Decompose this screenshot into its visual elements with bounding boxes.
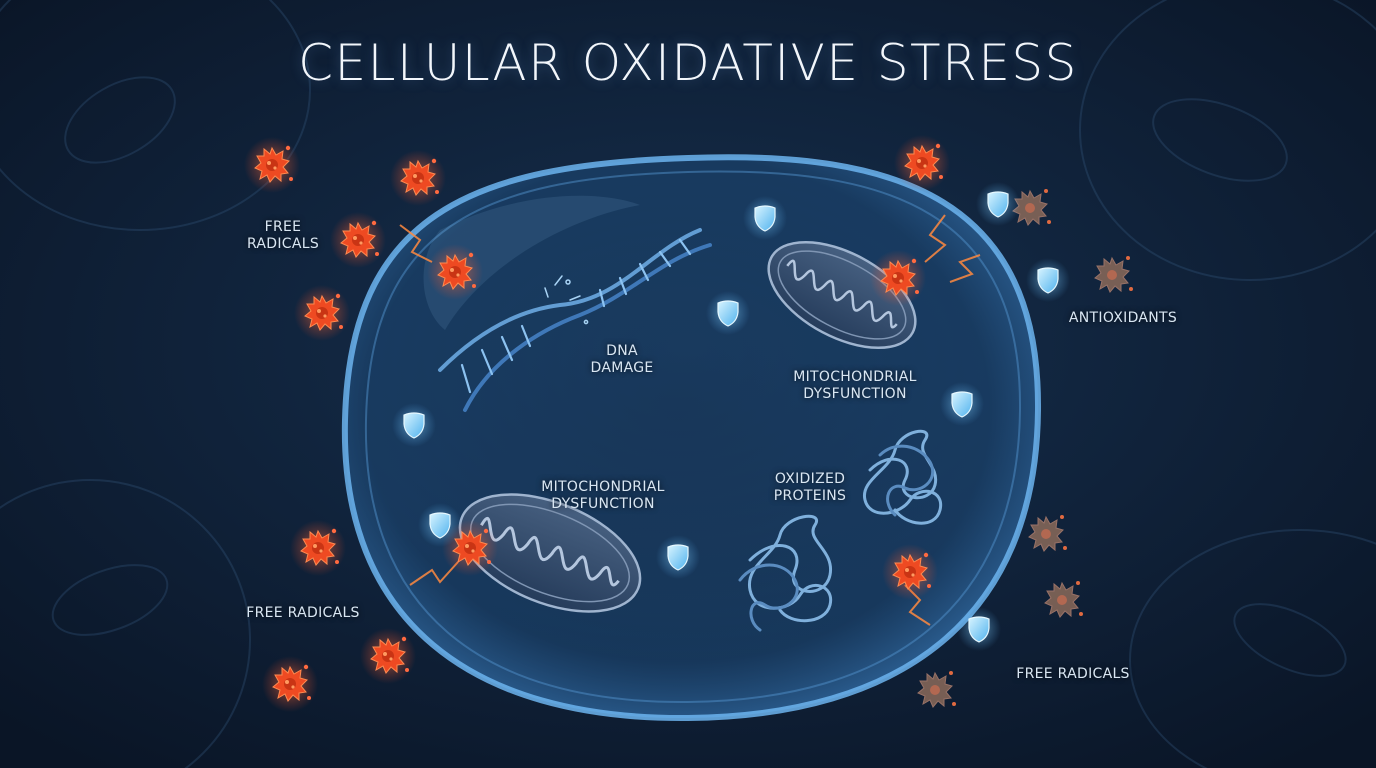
- label-free-radicals-bottom-right: FREE RADICALS: [1016, 666, 1130, 682]
- page-title: CELLULAR OXIDATIVE STRESS: [298, 34, 1078, 92]
- oxidized-protein-icon-lower: [738, 514, 833, 632]
- dna-helix-icon: [438, 228, 712, 412]
- label-free-radicals-top-left: FREE RADICALS: [246, 219, 320, 252]
- label-oxidized-proteins: OXIDIZED PROTEINS: [773, 471, 847, 504]
- label-dna-damage: DNA DAMAGE: [590, 343, 654, 376]
- cell: [341, 154, 1042, 722]
- oxidized-protein-icon-upper: [863, 429, 943, 525]
- mitochondrion-icon-lower: [458, 493, 642, 613]
- label-mitochondrial-dysfunction-left: MITOCHONDRIAL DYSFUNCTION: [541, 479, 665, 512]
- label-free-radicals-bottom-left: FREE RADICALS: [246, 605, 360, 621]
- label-antioxidants: ANTIOXIDANTS: [1068, 310, 1178, 326]
- label-mitochondrial-dysfunction-right: MITOCHONDRIAL DYSFUNCTION: [793, 369, 917, 402]
